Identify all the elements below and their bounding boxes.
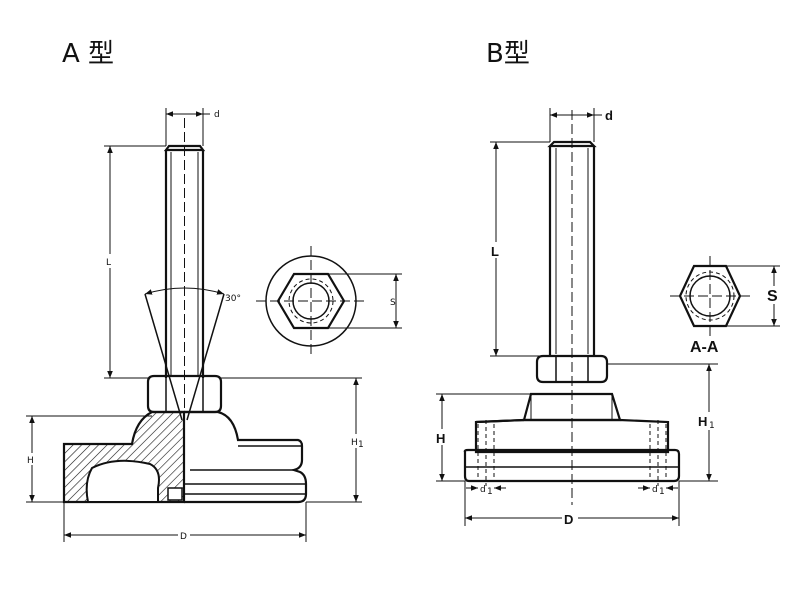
figure-a: A 型 d L 30°: [26, 39, 402, 542]
nut-top-view-a: S: [256, 246, 402, 356]
figure-b: B型 d L: [434, 39, 784, 527]
swivel-cone-a: 30°: [144, 287, 241, 421]
label-H1-sub-b: 1: [709, 421, 715, 431]
label-section-b: A-A: [690, 339, 719, 356]
dimension-d-b: d: [549, 108, 613, 142]
label-D-b: D: [564, 512, 573, 527]
figure-b-title: B型: [486, 39, 530, 69]
dimension-D-b: D: [464, 481, 680, 527]
label-L-a: L: [106, 258, 111, 268]
dimension-D-a: D: [63, 502, 307, 542]
label-S-a: S: [390, 298, 396, 308]
dimension-H1-b: H 1: [607, 363, 721, 482]
dimension-L-a: L: [104, 145, 166, 379]
nut-b: [535, 354, 609, 384]
label-S-b: S: [767, 288, 778, 305]
dimension-d-a: d: [165, 108, 220, 146]
dimension-H-a: H: [26, 415, 152, 503]
label-d1-right-b: d: [652, 485, 658, 495]
nut-a: [146, 374, 223, 414]
base-b: [463, 392, 681, 486]
bolt-b: [547, 110, 597, 505]
label-H1-sub-a: 1: [358, 440, 364, 450]
label-d1-left-sub-b: 1: [487, 487, 493, 497]
label-d1-left-b: d: [480, 485, 486, 495]
label-H1-a: H: [351, 438, 358, 448]
label-d-b: d: [605, 108, 613, 123]
figure-a-title: A 型: [62, 39, 114, 69]
base-section-a: [62, 410, 186, 504]
label-d-a: d: [214, 110, 220, 120]
label-H-b: H: [436, 431, 445, 446]
bolt-a: [163, 118, 206, 430]
label-H-a: H: [27, 456, 34, 466]
dimension-H1-a: H 1: [221, 377, 366, 503]
label-H1-b: H: [698, 414, 707, 429]
dimension-d1-b: d 1 d 1: [466, 485, 678, 497]
label-D-a: D: [180, 532, 187, 542]
section-view-b: S A-A: [670, 256, 784, 356]
label-d1-right-sub-b: 1: [659, 487, 665, 497]
base-outline-a: [183, 410, 308, 504]
dimension-L-b: L: [489, 141, 550, 357]
label-L-b: L: [491, 244, 499, 259]
label-angle-a: 30°: [225, 294, 241, 304]
dimension-H-b: H: [434, 393, 531, 482]
